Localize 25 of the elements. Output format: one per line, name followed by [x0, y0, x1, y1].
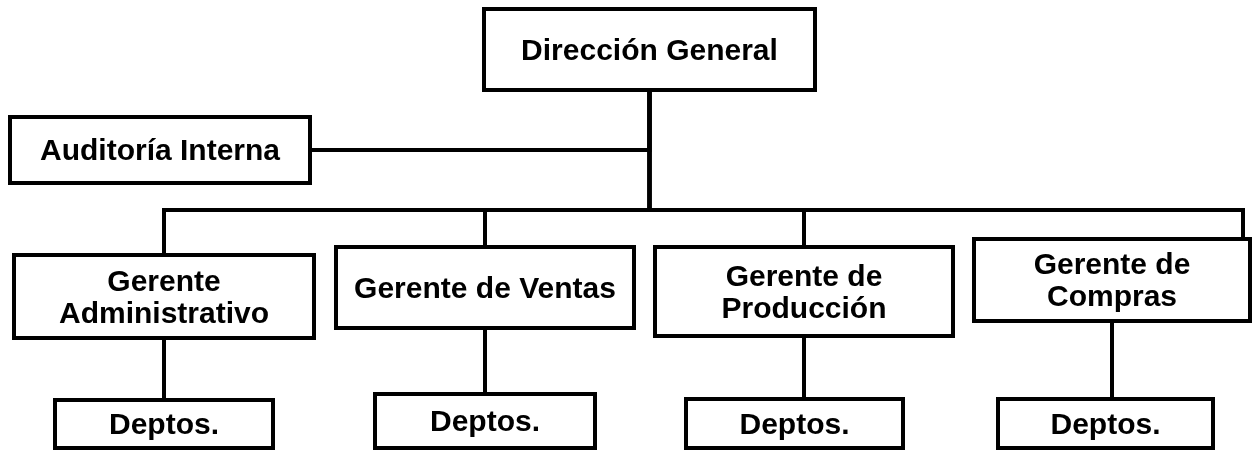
org-box [653, 245, 955, 338]
connector-line [162, 340, 166, 398]
connector-line [802, 338, 806, 397]
box-label: Gerente de Ventas [353, 271, 617, 304]
org-box [334, 245, 636, 330]
org-box [53, 398, 275, 450]
box-label: Gerente de Compras [1032, 248, 1192, 312]
connector-line [1110, 323, 1114, 397]
box-label: Gerente de Producción [720, 259, 888, 324]
box-label: Deptos. [738, 407, 851, 440]
org-box [8, 115, 312, 185]
box-label: Auditoría Interna [39, 134, 281, 166]
connector-line [483, 330, 487, 392]
box-label: Gerente Administrativo [58, 264, 270, 329]
org-box [12, 253, 316, 340]
box-label: Deptos. [108, 408, 220, 440]
org-box [684, 397, 905, 450]
connector-line [647, 92, 1245, 237]
box-label: Deptos. [1049, 407, 1162, 440]
org-box [373, 392, 597, 450]
org-box [996, 397, 1215, 450]
box-label: Dirección General [520, 33, 779, 66]
org-box [482, 7, 817, 92]
org-box [972, 237, 1252, 323]
box-label: Deptos. [429, 405, 541, 437]
